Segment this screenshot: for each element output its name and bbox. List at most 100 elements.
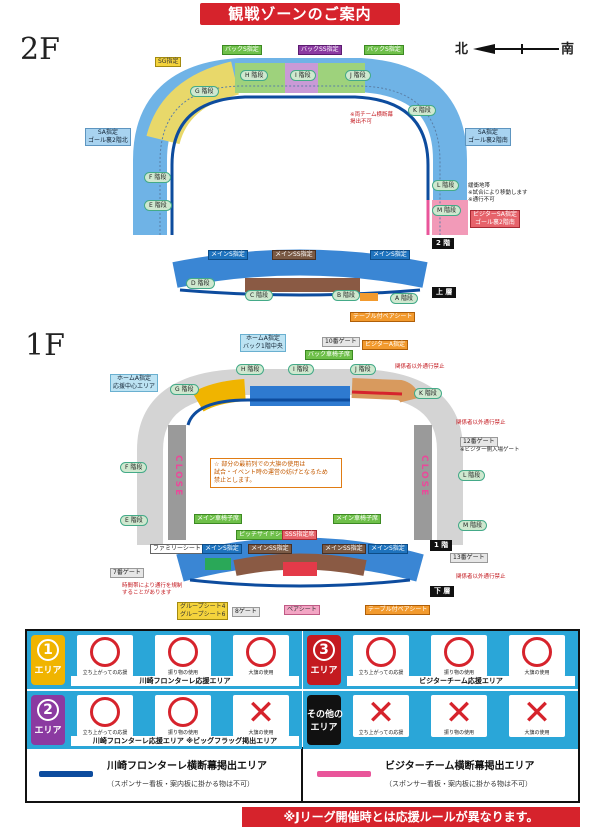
compass-arrow-icon [473,44,559,54]
stair-1f-m: M 階段 [458,520,488,531]
tag-2f-sg: SG指定 [155,57,182,67]
stair-2f-k: K 階段 [408,105,436,116]
legend-panel: 1 エリア 立ち上がっての応援 振り物の使用 大旗の使用 川崎フロンターレ応援エ… [25,629,580,749]
compass: 北 南 [455,40,575,58]
zone-2-caption: 川崎フロンターレ応援エリア ※ビッグフラッグ掲出エリア [71,736,299,746]
tag-1f-main-s-left: メインS指定 [202,544,242,554]
stair-2f-c: C 階段 [245,290,274,301]
warning-text: ☆ 部分の最前列での大旗の使用は 試合・イベント時の運営の妨げとなるため 禁止と… [214,461,328,484]
tag-1f-visitor-a: ビジターA指定 [362,340,408,350]
warning-box: ☆ 部分の最前列での大旗の使用は 試合・イベント時の運営の妨げとなるため 禁止と… [210,458,342,488]
note-1f-visitor-gate: ※ビジター側入場ゲート [460,447,520,453]
floor-1-label: 1F [25,328,65,363]
tag-2f-sa-north: SA指定 ゴール裏2階北 [85,128,131,146]
tag-1f-sss: SSS指定席 [282,530,318,540]
stair-2f-l: L 階段 [432,180,460,191]
flag-wave-allowed-icon [168,697,198,727]
stair-1f-f: F 階段 [120,462,148,473]
floor1-visitor-zone [351,378,420,403]
gate-7: 7番ゲート [110,568,144,578]
home-banner-sub: （スポンサー看板・案内板に掛かる物は不可） [107,780,254,788]
tag-2f-sa-south: SA指定 ゴール裏2階南 [465,128,511,146]
note-2f-buffer: 緩衝地帯 ※試合により移動します ※通行不可 [468,183,528,203]
stair-2f-f: F 階段 [144,172,172,183]
note-1f-staff-1: 関係者以外通行禁止 [395,364,445,370]
floor2-home-banner-line [170,95,430,235]
stair-2f-h: H 階段 [240,70,269,81]
zone-2-flag: 振り物の使用 [155,695,211,737]
stair-2f-b: B 階段 [332,290,361,301]
page-title: 観戦ゾーンのご案内 [200,3,400,25]
legend-zone-other: その他の エリア ✕ 立ち上がっての応援 ✕ 振り物の使用 ✕ 大旗の使用 [303,691,578,749]
home-banner-swatch [39,771,93,777]
standing-allowed-icon [366,637,396,667]
zone-2-standing-caption: 立ち上がっての応援 [82,730,128,736]
visitor-banner-title: ビジターチーム横断幕掲出エリア [385,761,535,772]
big-flag-prohibited-icon: ✕ [246,693,276,733]
close-left: CLOSE [173,455,183,498]
tag-1f-main-ss-right: メインSS指定 [322,544,366,554]
zone-3-caption: ビジターチーム応援エリア [347,676,575,686]
zone-1-label: エリア [34,666,62,676]
stair-2f-i: I 階段 [290,70,316,81]
stair-1f-h: H 階段 [236,364,265,375]
tag-1f-family: ファミリーシート [150,544,204,554]
stair-2f-d: D 階段 [186,278,215,289]
legend-zone-1: 1 エリア 立ち上がっての応援 振り物の使用 大旗の使用 川崎フロンターレ応援エ… [27,631,302,689]
floor1-close-left [168,425,186,540]
stair-2f-e: E 階段 [144,200,172,211]
zone-1-bigflag: 大旗の使用 [233,635,289,677]
zone-2-bigflag: ✕ 大旗の使用 [233,695,289,737]
tag-1f-wheelchair-back: バック車椅子席 [305,350,354,360]
tag-2f-main-s-left: メインS指定 [208,250,248,260]
tag-2f-main-s-right: メインS指定 [370,250,410,260]
floor-1-map [137,369,463,588]
stair-1f-j: J 階段 [350,364,376,375]
zone-other-bigflag-caption: 大旗の使用 [524,730,550,736]
floor-2-label: 2F [20,32,60,67]
gate-8: 8ゲート [232,607,260,617]
compass-north: 北 [455,42,469,57]
zone-1-badge: 1 エリア [31,635,65,685]
zone-other-flag-caption: 振り物の使用 [443,730,474,736]
zone-3-standing: 立ち上がっての応援 [353,635,409,677]
tag-1f-group: グループシート4 グループシート6 [177,602,229,620]
gate-13: 13番ゲート [450,553,488,563]
zone-other-standing-caption: 立ち上がっての応援 [358,730,404,736]
note-2f-no-banner: ※両チーム横断幕 掲出不可 [350,112,393,125]
footer-note: ※Jリーグ開催時とは応援ルールが異なります。 [242,807,580,827]
floor1-close-right [414,425,432,540]
stair-2f-g: G 階段 [190,86,219,97]
stair-1f-g: G 階段 [170,384,199,395]
tag-1f-main-s-right: メインS指定 [368,544,408,554]
zone-2-badge: 2 エリア [31,695,65,745]
zone-3-flag: 振り物の使用 [431,635,487,677]
zone-3-badge: 3 エリア [307,635,341,685]
tag-2f-visitor-sa: ビジターSA指定 ゴール裏2階南 [470,210,520,228]
stair-1f-k: K 階段 [414,388,442,399]
zone-3-standing-caption: 立ち上がっての応援 [358,670,404,676]
floor2-sg-zone [146,61,240,145]
big-flag-allowed-icon [246,637,276,667]
gate-12: 12番ゲート [460,437,498,447]
standing-prohibited-icon: ✕ [366,693,396,733]
zone-3-number: 3 [313,639,335,661]
tag-1f-table-pair: テーブル付ペアシート [365,605,431,615]
standing-allowed-icon [90,697,120,727]
zone-1-bigflag-caption: 大旗の使用 [248,670,274,676]
legend-zone-3: 3 エリア 立ち上がっての応援 振り物の使用 大旗の使用 ビジターチーム応援エリ… [303,631,578,689]
home-banner-title: 川崎フロンターレ横断幕掲出エリア [107,761,267,772]
gate-10: 10番ゲート [322,337,360,347]
tag-2f-back-s-right: バックS指定 [364,45,404,55]
stair-2f-m: M 階段 [432,205,462,216]
stair-2f-j: J 階段 [345,70,371,81]
tag-1f-main-ss-left: メインSS指定 [248,544,292,554]
zone-3-bigflag: 大旗の使用 [509,635,565,677]
zone-2-label: エリア [34,726,62,736]
upper-table-pair [360,293,378,301]
home-banner-legend: 川崎フロンターレ横断幕掲出エリア （スポンサー看板・案内板に掛かる物は不可） [27,749,303,801]
note-1f-staff-2: 関係者以外通行禁止 [456,420,506,426]
upper-deck-band [172,249,428,288]
zone-1-standing-caption: 立ち上がっての応援 [82,670,128,676]
tag-1f-wheelchair-main-left: メイン車椅子席 [194,514,243,524]
